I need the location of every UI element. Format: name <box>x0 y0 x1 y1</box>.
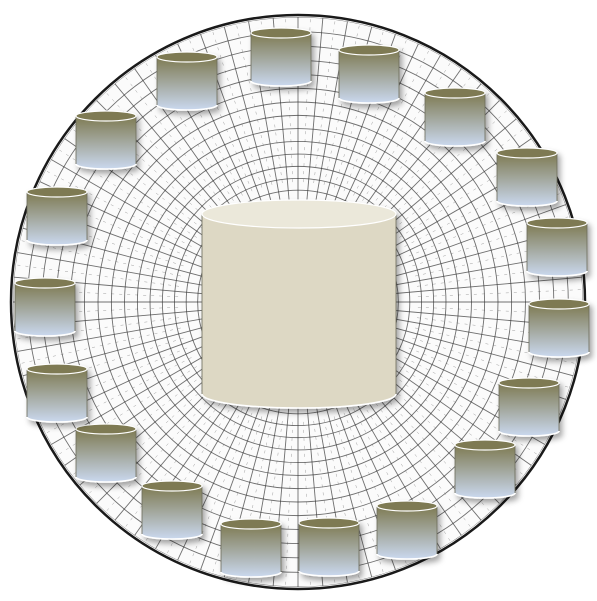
database-node-14 <box>76 424 136 482</box>
central-node <box>202 200 396 408</box>
database-node-2 <box>251 28 311 86</box>
database-node-4 <box>425 88 485 146</box>
database-node-1 <box>157 52 217 110</box>
database-node-9 <box>455 440 515 498</box>
database-node-12 <box>221 519 281 577</box>
database-node-5 <box>497 148 557 206</box>
database-node-3 <box>339 45 399 103</box>
database-node-7 <box>529 299 589 357</box>
central-database-cylinder <box>202 200 396 408</box>
database-node-15 <box>27 364 87 422</box>
database-node-13 <box>142 481 202 539</box>
database-node-18 <box>76 111 136 169</box>
database-node-8 <box>499 378 559 436</box>
database-node-11 <box>299 518 359 576</box>
database-node-16 <box>15 278 75 336</box>
database-node-10 <box>377 501 437 559</box>
database-node-6 <box>527 218 587 276</box>
database-node-17 <box>27 187 87 245</box>
